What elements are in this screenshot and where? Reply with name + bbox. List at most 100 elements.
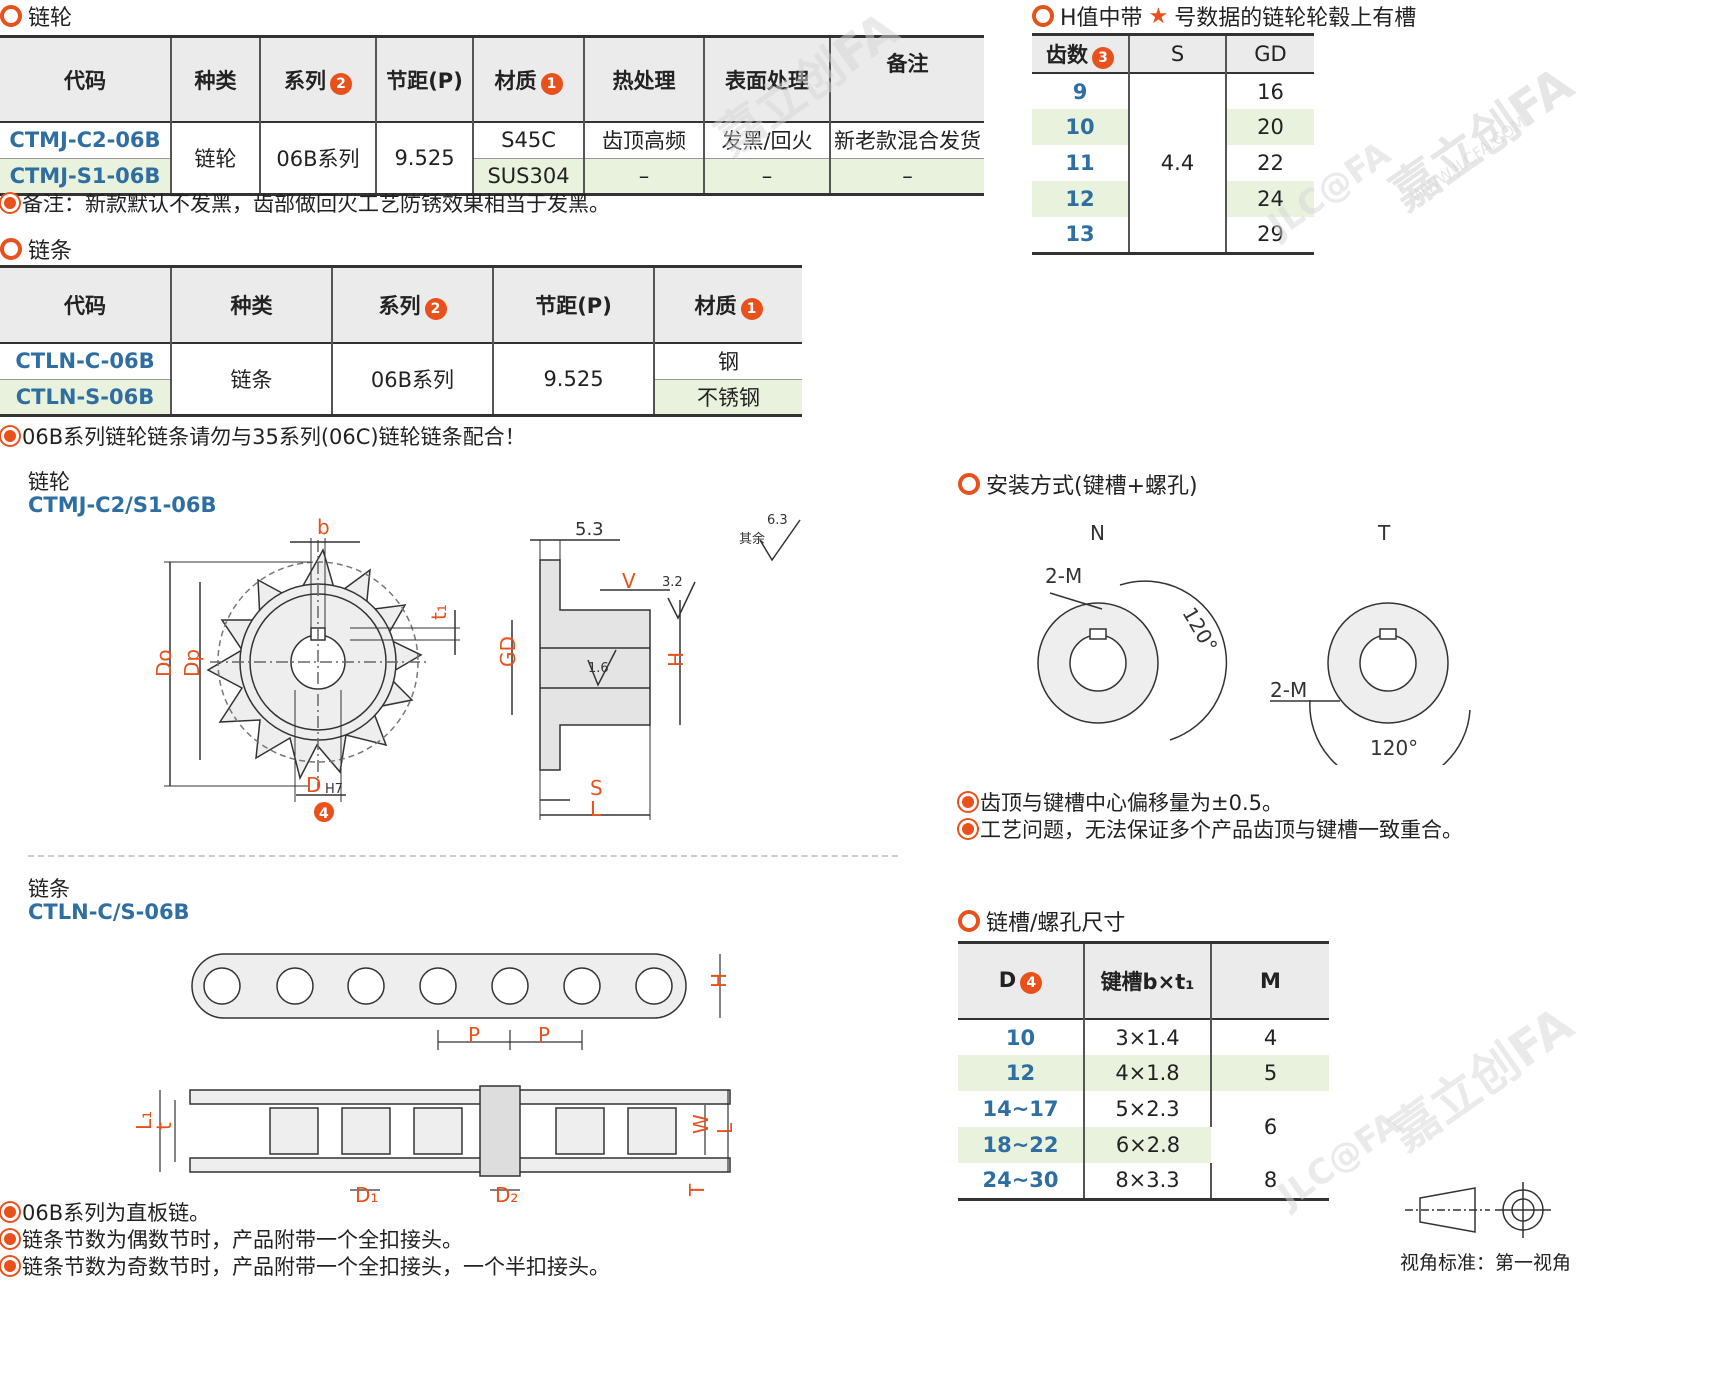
bullet-ring-icon bbox=[0, 5, 22, 27]
section-title-keyway: 链槽/螺孔尺寸 bbox=[958, 905, 1125, 937]
sprocket-drawing: b t₁ Do Dp D H7 V GD H S L 4 5.3 1.6 3.2… bbox=[152, 513, 801, 822]
dim-h: H bbox=[664, 652, 688, 667]
chain-drawing-label: 链条 bbox=[28, 877, 70, 901]
chain-drawing-note: 链条节数为偶数节时，产品附带一个全扣接头。 bbox=[0, 1224, 463, 1254]
header-code: 代码 bbox=[0, 266, 172, 343]
bullet-dot-icon bbox=[4, 1260, 16, 1272]
sprocket-drawing-code: CTMJ-C2/S1-06B bbox=[28, 493, 217, 517]
watermark-brand: 嘉立创FA bbox=[1380, 56, 1584, 222]
sprocket-note: 备注：新款默认不发黑，齿部做回火工艺防锈效果相当于发黑。 bbox=[0, 188, 610, 218]
dim-do: Do bbox=[152, 649, 176, 677]
header-m: M bbox=[1211, 942, 1329, 1019]
dim-p-2: P bbox=[538, 1023, 550, 1047]
header-pitch: 节距(P) bbox=[376, 36, 474, 122]
dim-d1: D₁ bbox=[355, 1183, 378, 1207]
install-note: 齿顶与键槽中心偏移量为±0.5。 bbox=[958, 787, 1283, 817]
header-s: S bbox=[1129, 34, 1227, 73]
dim-t: t bbox=[152, 1122, 176, 1130]
chain-drawing-code: CTLN-C/S-06B bbox=[28, 900, 190, 924]
dim-b: b bbox=[317, 515, 330, 539]
dim-h: H bbox=[707, 973, 731, 988]
header-surface: 表面处理 bbox=[704, 36, 831, 122]
table-row: CTLN-C-06B 链条 06B系列 9.525 钢 bbox=[0, 343, 802, 415]
dim-5-3: 5.3 bbox=[575, 519, 604, 540]
dim-l: L bbox=[590, 797, 602, 821]
first-angle-projection-icon bbox=[1405, 1182, 1551, 1238]
section-title-sprocket: 链轮 bbox=[0, 0, 72, 32]
table-row: CTMJ-S1-06B SUS304 – – – bbox=[0, 158, 984, 194]
bullet-dot-icon bbox=[4, 1206, 16, 1218]
bullet-ring-icon bbox=[958, 473, 980, 495]
header-kind: 种类 bbox=[171, 266, 333, 343]
header-keyway: 键槽b×t₁ bbox=[1084, 942, 1212, 1019]
section-title-chain: 链条 bbox=[0, 233, 72, 265]
dim-l1: L₁ bbox=[132, 1111, 156, 1130]
angle-t: 120° bbox=[1370, 736, 1418, 760]
dim-d2: D₂ bbox=[495, 1183, 518, 1207]
angle-n: 120° bbox=[1178, 603, 1223, 657]
header-kind: 种类 bbox=[171, 36, 261, 122]
roughness-rest: 其余 bbox=[739, 531, 765, 547]
header-remark: 备注 bbox=[830, 36, 984, 122]
bullet-dot-icon bbox=[4, 197, 16, 209]
bullet-ring-icon bbox=[0, 238, 22, 260]
dim-gd: GD bbox=[496, 636, 520, 667]
chain-drawing-note: 06B系列为直板链。 bbox=[0, 1197, 210, 1227]
section-title-install: 安装方式(键槽+螺孔) bbox=[958, 468, 1198, 500]
dim-d: D bbox=[306, 773, 321, 797]
bullet-dot-icon bbox=[962, 823, 974, 835]
roughness-6-3: 6.3 bbox=[767, 513, 788, 528]
table-row: CTMJ-C2-06B 链轮 06B系列 9.525 S45C 齿顶高频 发黑/… bbox=[0, 122, 984, 194]
bullet-ring-icon bbox=[1032, 5, 1054, 27]
install-note: 工艺问题，无法保证多个产品齿顶与键槽一致重合。 bbox=[958, 814, 1463, 844]
mount-n-label: N bbox=[1090, 521, 1105, 545]
chain-note: 06B系列链轮链条请勿与35系列(06C)链轮链条配合！ bbox=[0, 421, 526, 451]
header-heat: 热处理 bbox=[584, 36, 705, 122]
header-gd: GD bbox=[1226, 34, 1314, 73]
dim-v: V bbox=[622, 569, 636, 593]
bullet-dot-icon bbox=[4, 1233, 16, 1245]
badge-4: 4 bbox=[319, 806, 329, 822]
chain-drawing-note: 链条节数为奇数节时，产品附带一个全扣接头，一个半扣接头。 bbox=[0, 1251, 610, 1281]
dim-w: W bbox=[689, 1114, 713, 1134]
sprocket-drawing-label: 链轮 bbox=[28, 470, 70, 494]
dim-h7: H7 bbox=[325, 782, 343, 797]
dim-s: S bbox=[590, 776, 603, 800]
bullet-dot-icon bbox=[4, 430, 16, 442]
roughness-3-2: 3.2 bbox=[662, 575, 683, 590]
star-icon: ★ bbox=[1148, 3, 1169, 29]
dim-p-1: P bbox=[468, 1023, 480, 1047]
mount-t-label: T bbox=[1377, 521, 1391, 545]
section-title-hub: H值中带★号数据的链轮轮毂上有槽 bbox=[1032, 0, 1416, 32]
view-standard-label: 视角标准：第一视角 bbox=[1400, 1252, 1572, 1274]
bullet-ring-icon bbox=[958, 910, 980, 932]
roughness-1-6: 1.6 bbox=[588, 661, 609, 676]
hole-label-t: 2-M bbox=[1270, 678, 1307, 702]
install-drawing: N T 2-M 2-M 120° 120° bbox=[1037, 521, 1471, 765]
dim-dp: Dp bbox=[180, 649, 204, 677]
divider bbox=[28, 855, 898, 857]
dim-t1: t₁ bbox=[427, 604, 451, 620]
hole-label-n: 2-M bbox=[1045, 564, 1082, 588]
header-code: 代码 bbox=[0, 36, 172, 122]
dim-t-plate: T bbox=[685, 1183, 709, 1197]
header-pitch: 节距(P) bbox=[493, 266, 655, 343]
bullet-dot-icon bbox=[962, 796, 974, 808]
chain-drawing: P P H L₁ t W L D₁ D₂ T bbox=[132, 953, 737, 1207]
